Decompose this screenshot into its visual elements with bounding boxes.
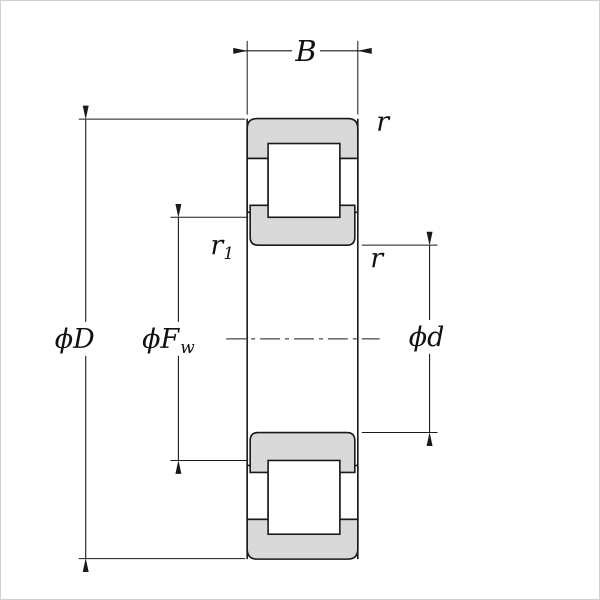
outer-ring-right-flange xyxy=(339,157,359,214)
label-outer-chamfer-r: r xyxy=(376,107,391,138)
roller xyxy=(267,142,341,219)
label-rib-chamfer-subscript: 1 xyxy=(223,243,234,263)
dimension-outer-diameter: ϕD xyxy=(55,105,246,573)
dimension-width-B: B xyxy=(233,34,372,115)
bearing-cross-section xyxy=(246,117,359,560)
label-raceway-subscript: w xyxy=(180,337,195,357)
bearing-bottom-half xyxy=(246,431,359,560)
chamfer-labels: r r r1 xyxy=(210,107,391,275)
label-bore-diameter: ϕd xyxy=(409,322,445,353)
label-raceway-base: ϕF xyxy=(142,324,180,355)
label-rib-chamfer-r1: r1 xyxy=(210,230,234,263)
label-rib-chamfer-base: r xyxy=(210,230,225,261)
outer-ring-left-flange xyxy=(246,157,269,214)
label-width-B: B xyxy=(294,34,316,68)
dimension-raceway-diameter: ϕFw xyxy=(142,203,249,474)
bearing-top-half xyxy=(246,117,359,246)
label-inner-chamfer-r: r xyxy=(370,243,385,274)
label-outer-diameter: ϕD xyxy=(55,324,95,355)
label-raceway-diameter: ϕFw xyxy=(142,324,195,357)
dimension-bore-diameter: ϕd xyxy=(361,231,445,447)
